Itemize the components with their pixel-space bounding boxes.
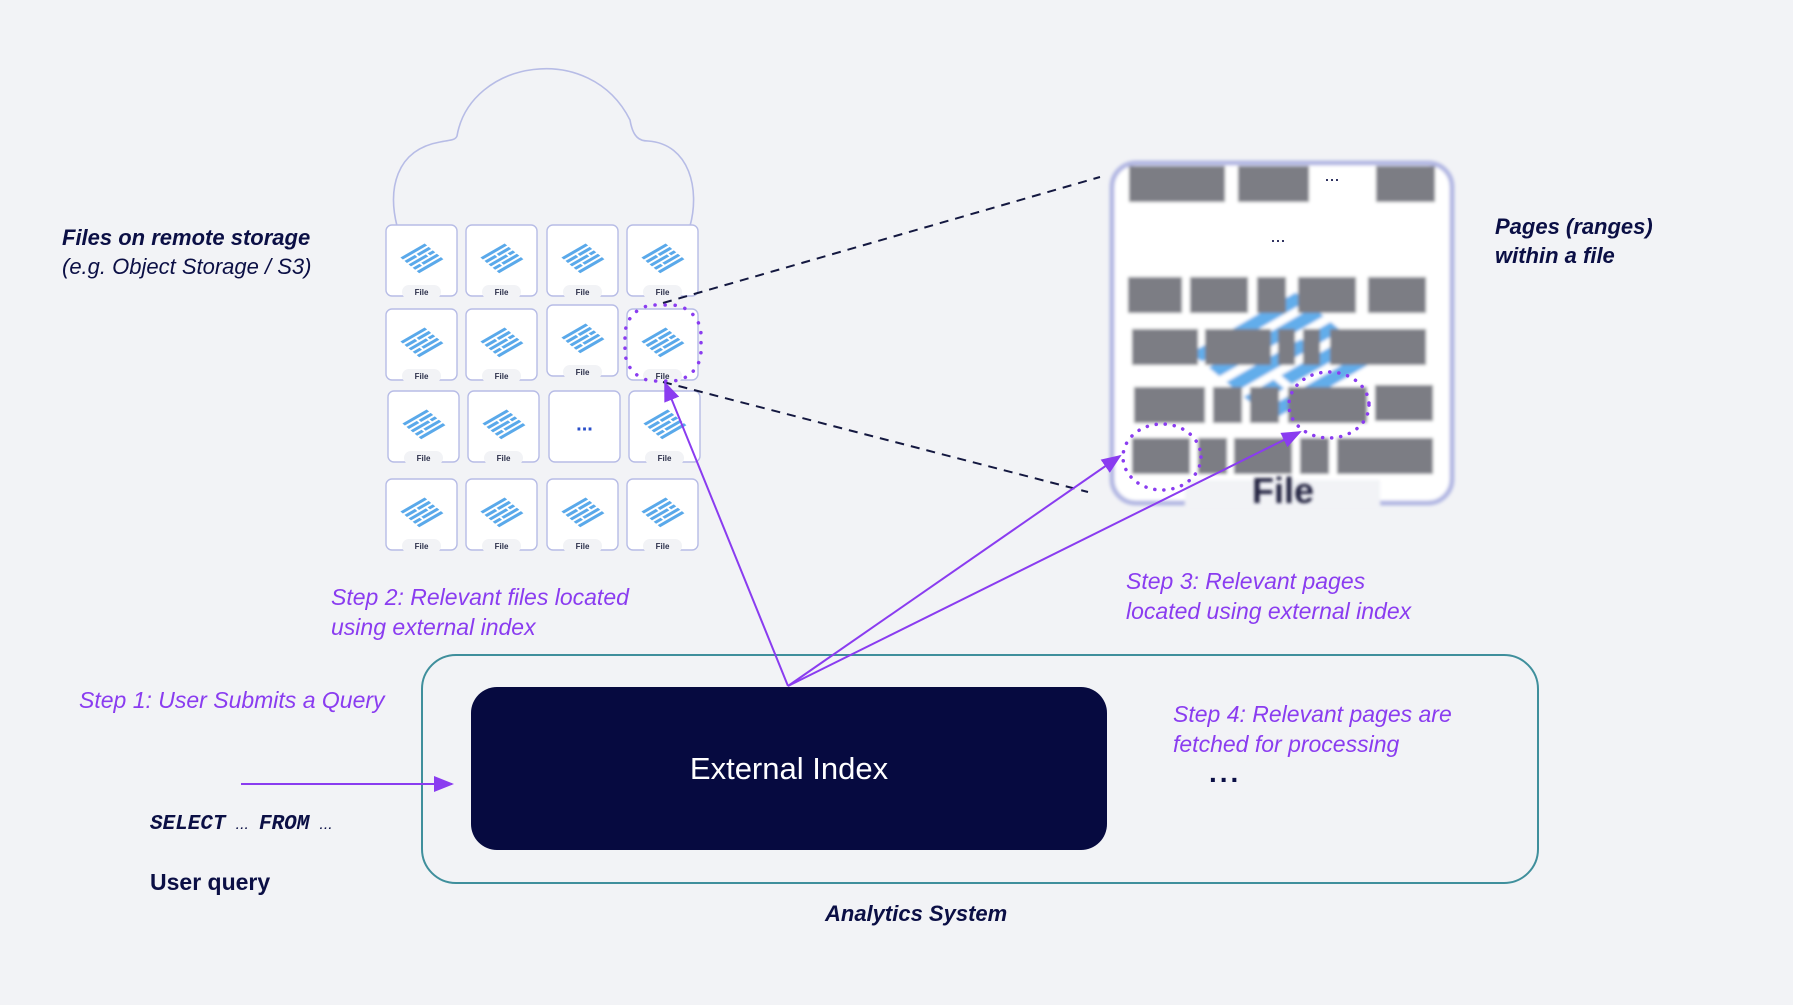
pages-title-line2: within a file: [1495, 243, 1615, 268]
file-item: File: [628, 390, 701, 465]
page-block: [1337, 438, 1433, 474]
page-block: [1205, 329, 1271, 365]
file-item: File: [546, 304, 619, 379]
file-label: File: [658, 454, 672, 463]
step2-line2: using external index: [331, 614, 536, 640]
file-label: File: [497, 454, 511, 463]
file-item: File: [385, 308, 458, 383]
file-label: File: [495, 542, 509, 551]
arrow-to-page-b: [787, 431, 1302, 687]
arrow-to-file: [664, 381, 789, 687]
page-block: [1278, 329, 1295, 365]
file-item: File: [626, 224, 699, 299]
file-label: File: [656, 542, 670, 551]
file-label: File: [576, 368, 590, 377]
file-item: File: [626, 308, 699, 383]
file-label: File: [656, 372, 670, 381]
page-block: [1376, 166, 1435, 202]
page-block: [1190, 277, 1248, 313]
step4-ellipsis: ...: [1209, 757, 1242, 788]
files-subtitle: (e.g. Object Storage / S3): [62, 254, 312, 279]
file-item: File: [387, 390, 460, 465]
step2-label: Step 2: Relevant files located using ext…: [331, 582, 629, 642]
zoom-connector-bottom: [662, 381, 1089, 493]
arrow-to-page-a: [787, 454, 1122, 687]
file-label: File: [415, 288, 429, 297]
analytics-system-label: Analytics System: [825, 901, 1008, 926]
file-label: File: [415, 372, 429, 381]
pages-title-line1: Pages (ranges): [1495, 214, 1653, 239]
user-query-label: User query: [150, 869, 271, 895]
step3-label: Step 3: Relevant pages located using ext…: [1126, 566, 1411, 626]
zoomed-file-ellipsis-top: ...: [1324, 165, 1339, 185]
page-block: [1198, 438, 1227, 474]
cloud-outline: [392, 68, 695, 227]
page-block: [1300, 438, 1329, 474]
step1-label: Step 1: User Submits a Query: [79, 687, 385, 713]
sql-ellipsis: ...: [319, 816, 333, 833]
file-item: File: [546, 478, 619, 553]
zoomed-file-ellipsis-mid: ...: [1270, 226, 1285, 246]
ellipsis-text: ...: [576, 414, 593, 436]
file-item: File: [626, 478, 699, 553]
step2-line1: Step 2: Relevant files located: [331, 584, 629, 610]
file-label: File: [576, 542, 590, 551]
file-label: File: [495, 372, 509, 381]
file-item: File: [385, 478, 458, 553]
file-item: File: [465, 308, 538, 383]
page-block: [1213, 387, 1242, 423]
page-block: [1132, 329, 1198, 365]
step3-line2: located using external index: [1126, 598, 1412, 624]
external-index-label: External Index: [689, 750, 889, 786]
page-block: [1298, 277, 1356, 313]
page-block: [1368, 277, 1426, 313]
sql-select-keyword: SELECT: [150, 813, 226, 836]
external-index-box: External Index: [471, 687, 1107, 850]
file-item: File: [385, 224, 458, 299]
file-label: File: [576, 288, 590, 297]
file-grid-ellipsis: ...: [548, 390, 621, 463]
zoom-connector-top: [662, 176, 1101, 304]
file-label: File: [417, 454, 431, 463]
step4-line1: Step 4: Relevant pages are: [1173, 701, 1452, 727]
sql-query: SELECT... FROM...: [150, 811, 343, 838]
sql-ellipsis: ...: [235, 816, 249, 833]
page-block: [1330, 329, 1426, 365]
step3-line1: Step 3: Relevant pages: [1126, 568, 1366, 594]
page-block: [1132, 438, 1190, 474]
step4-label: Step 4: Relevant pages are fetched for p…: [1173, 699, 1452, 759]
file-item: File: [467, 390, 540, 465]
files-title: Files on remote storage: [62, 225, 311, 250]
highlight-file: [623, 303, 703, 383]
file-item: File: [546, 224, 619, 299]
file-label: File: [656, 288, 670, 297]
page-block: [1134, 387, 1205, 423]
page-block: [1288, 387, 1367, 423]
page-block: [1129, 166, 1225, 202]
analytics-system-box: [421, 654, 1539, 884]
page-block: [1257, 277, 1286, 313]
file-item: File: [465, 478, 538, 553]
highlight-page-a: [1121, 422, 1203, 492]
highlight-page-b: [1287, 370, 1371, 440]
page-block: [1238, 166, 1309, 202]
file-item: File: [465, 224, 538, 299]
sql-from-keyword: FROM: [258, 813, 310, 836]
step4-line2: fetched for processing: [1173, 731, 1400, 757]
page-block: [1234, 438, 1292, 474]
zoomed-file-label: File: [1252, 470, 1314, 511]
page-block: [1303, 329, 1320, 365]
zoomed-file: [1109, 160, 1455, 510]
file-label: File: [495, 288, 509, 297]
page-block: [1375, 385, 1433, 421]
page-block: [1250, 387, 1279, 423]
file-label: File: [415, 542, 429, 551]
page-block: [1128, 277, 1182, 313]
